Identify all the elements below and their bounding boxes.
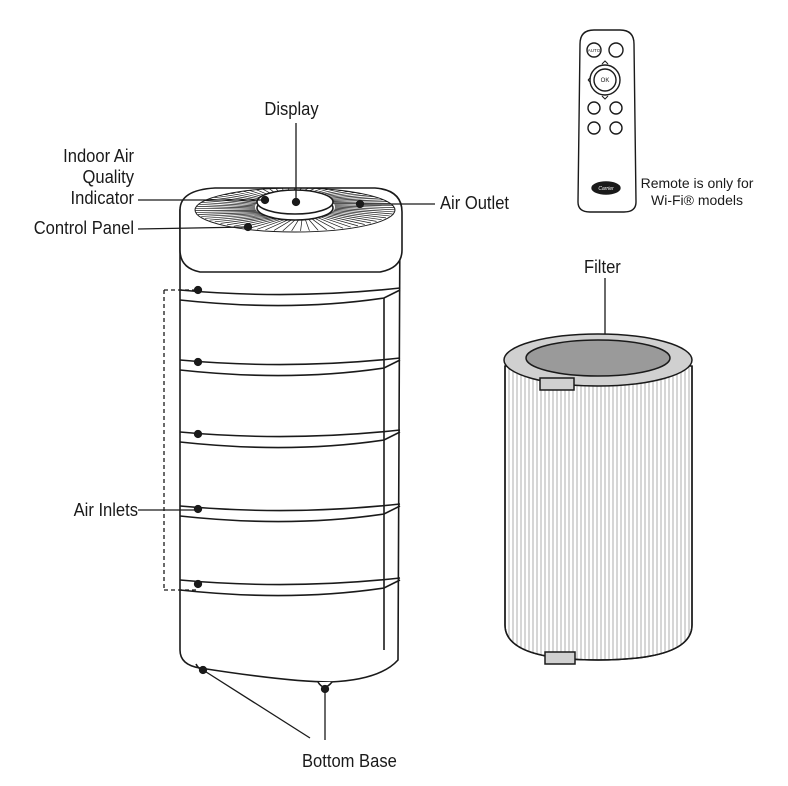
grille-ray (314, 217, 336, 230)
remote-ok-button (593, 68, 617, 92)
grille-ray (334, 206, 395, 211)
grille-ray (200, 197, 257, 204)
label-control-panel: Control Panel (33, 218, 134, 238)
inlet-bands (179, 287, 401, 650)
grille-ray (195, 207, 256, 210)
grille-ray (201, 213, 261, 217)
grille-ray (305, 219, 310, 231)
remote-auto-button (586, 42, 602, 58)
remote-note-line2: Wi-Fi® models (651, 192, 743, 208)
grille-ray (273, 219, 292, 231)
filter-tab-bottom (544, 651, 576, 665)
remote-light-button (609, 121, 623, 135)
grille-ray (291, 219, 299, 232)
grille-ray (220, 216, 270, 224)
remote-power-button (608, 42, 624, 58)
filter-tab-top (539, 377, 575, 391)
grille-ray (226, 217, 273, 226)
air-purifier (179, 187, 403, 688)
grille-ray (195, 211, 258, 213)
grille-ray (209, 215, 265, 221)
remote-auto-text: AUTO (588, 48, 601, 53)
grille-ray (197, 199, 256, 206)
grille-ray (334, 205, 395, 209)
grille-ray (327, 214, 372, 224)
filter-pleats (504, 365, 693, 661)
grille-ray (331, 212, 382, 221)
grille-ray (195, 203, 256, 208)
label-iaq-line1: Indoor Air (63, 146, 134, 166)
grille-ray (334, 204, 395, 207)
grille-ray (198, 212, 259, 215)
grille-ray (317, 217, 344, 229)
grille-ray (311, 218, 327, 231)
label-bottom-base: Bottom Base (302, 751, 397, 771)
purifier-body (179, 209, 401, 683)
grille-ray (282, 219, 296, 232)
label-air-outlet: Air Outlet (440, 193, 510, 213)
grille-ray (333, 210, 390, 217)
grille-ray (325, 215, 365, 225)
remote-control (577, 29, 637, 213)
grille-ray (300, 219, 303, 232)
grille-ray (329, 213, 377, 222)
remote-brand-text: Carrier (598, 186, 614, 192)
grille-ray (205, 214, 263, 219)
label-air-inlets: Air Inlets (73, 500, 138, 520)
grille-ray (308, 218, 319, 231)
label-iaq-line2: Quality (82, 167, 134, 187)
remote-body (577, 29, 637, 213)
remote-sleep-button (609, 101, 623, 115)
grille-ray (265, 219, 289, 231)
remote-wifi-button (587, 121, 601, 135)
label-display: Display (264, 99, 319, 119)
grille-ray (323, 215, 359, 227)
grille-ray (248, 218, 282, 229)
label-iaq-line3: Indicator (70, 188, 134, 208)
grille-ray (214, 215, 267, 223)
remote-timer-button (587, 101, 601, 115)
grille-ray (195, 205, 256, 209)
air-outlet-grille (195, 188, 395, 232)
grille-ray (334, 207, 395, 213)
grille-ray (332, 211, 387, 219)
remote-note-line1: Remote is only for (640, 175, 754, 191)
filter-cartridge (503, 333, 693, 665)
grille-ray (195, 201, 256, 207)
grille-ray (233, 217, 276, 227)
grille-ray (256, 219, 285, 230)
remote-ok-text: OK (601, 78, 610, 84)
label-filter: Filter (584, 257, 621, 277)
remote-logo (591, 181, 621, 195)
grille-ray (320, 216, 351, 228)
grille-ray (334, 208, 393, 215)
